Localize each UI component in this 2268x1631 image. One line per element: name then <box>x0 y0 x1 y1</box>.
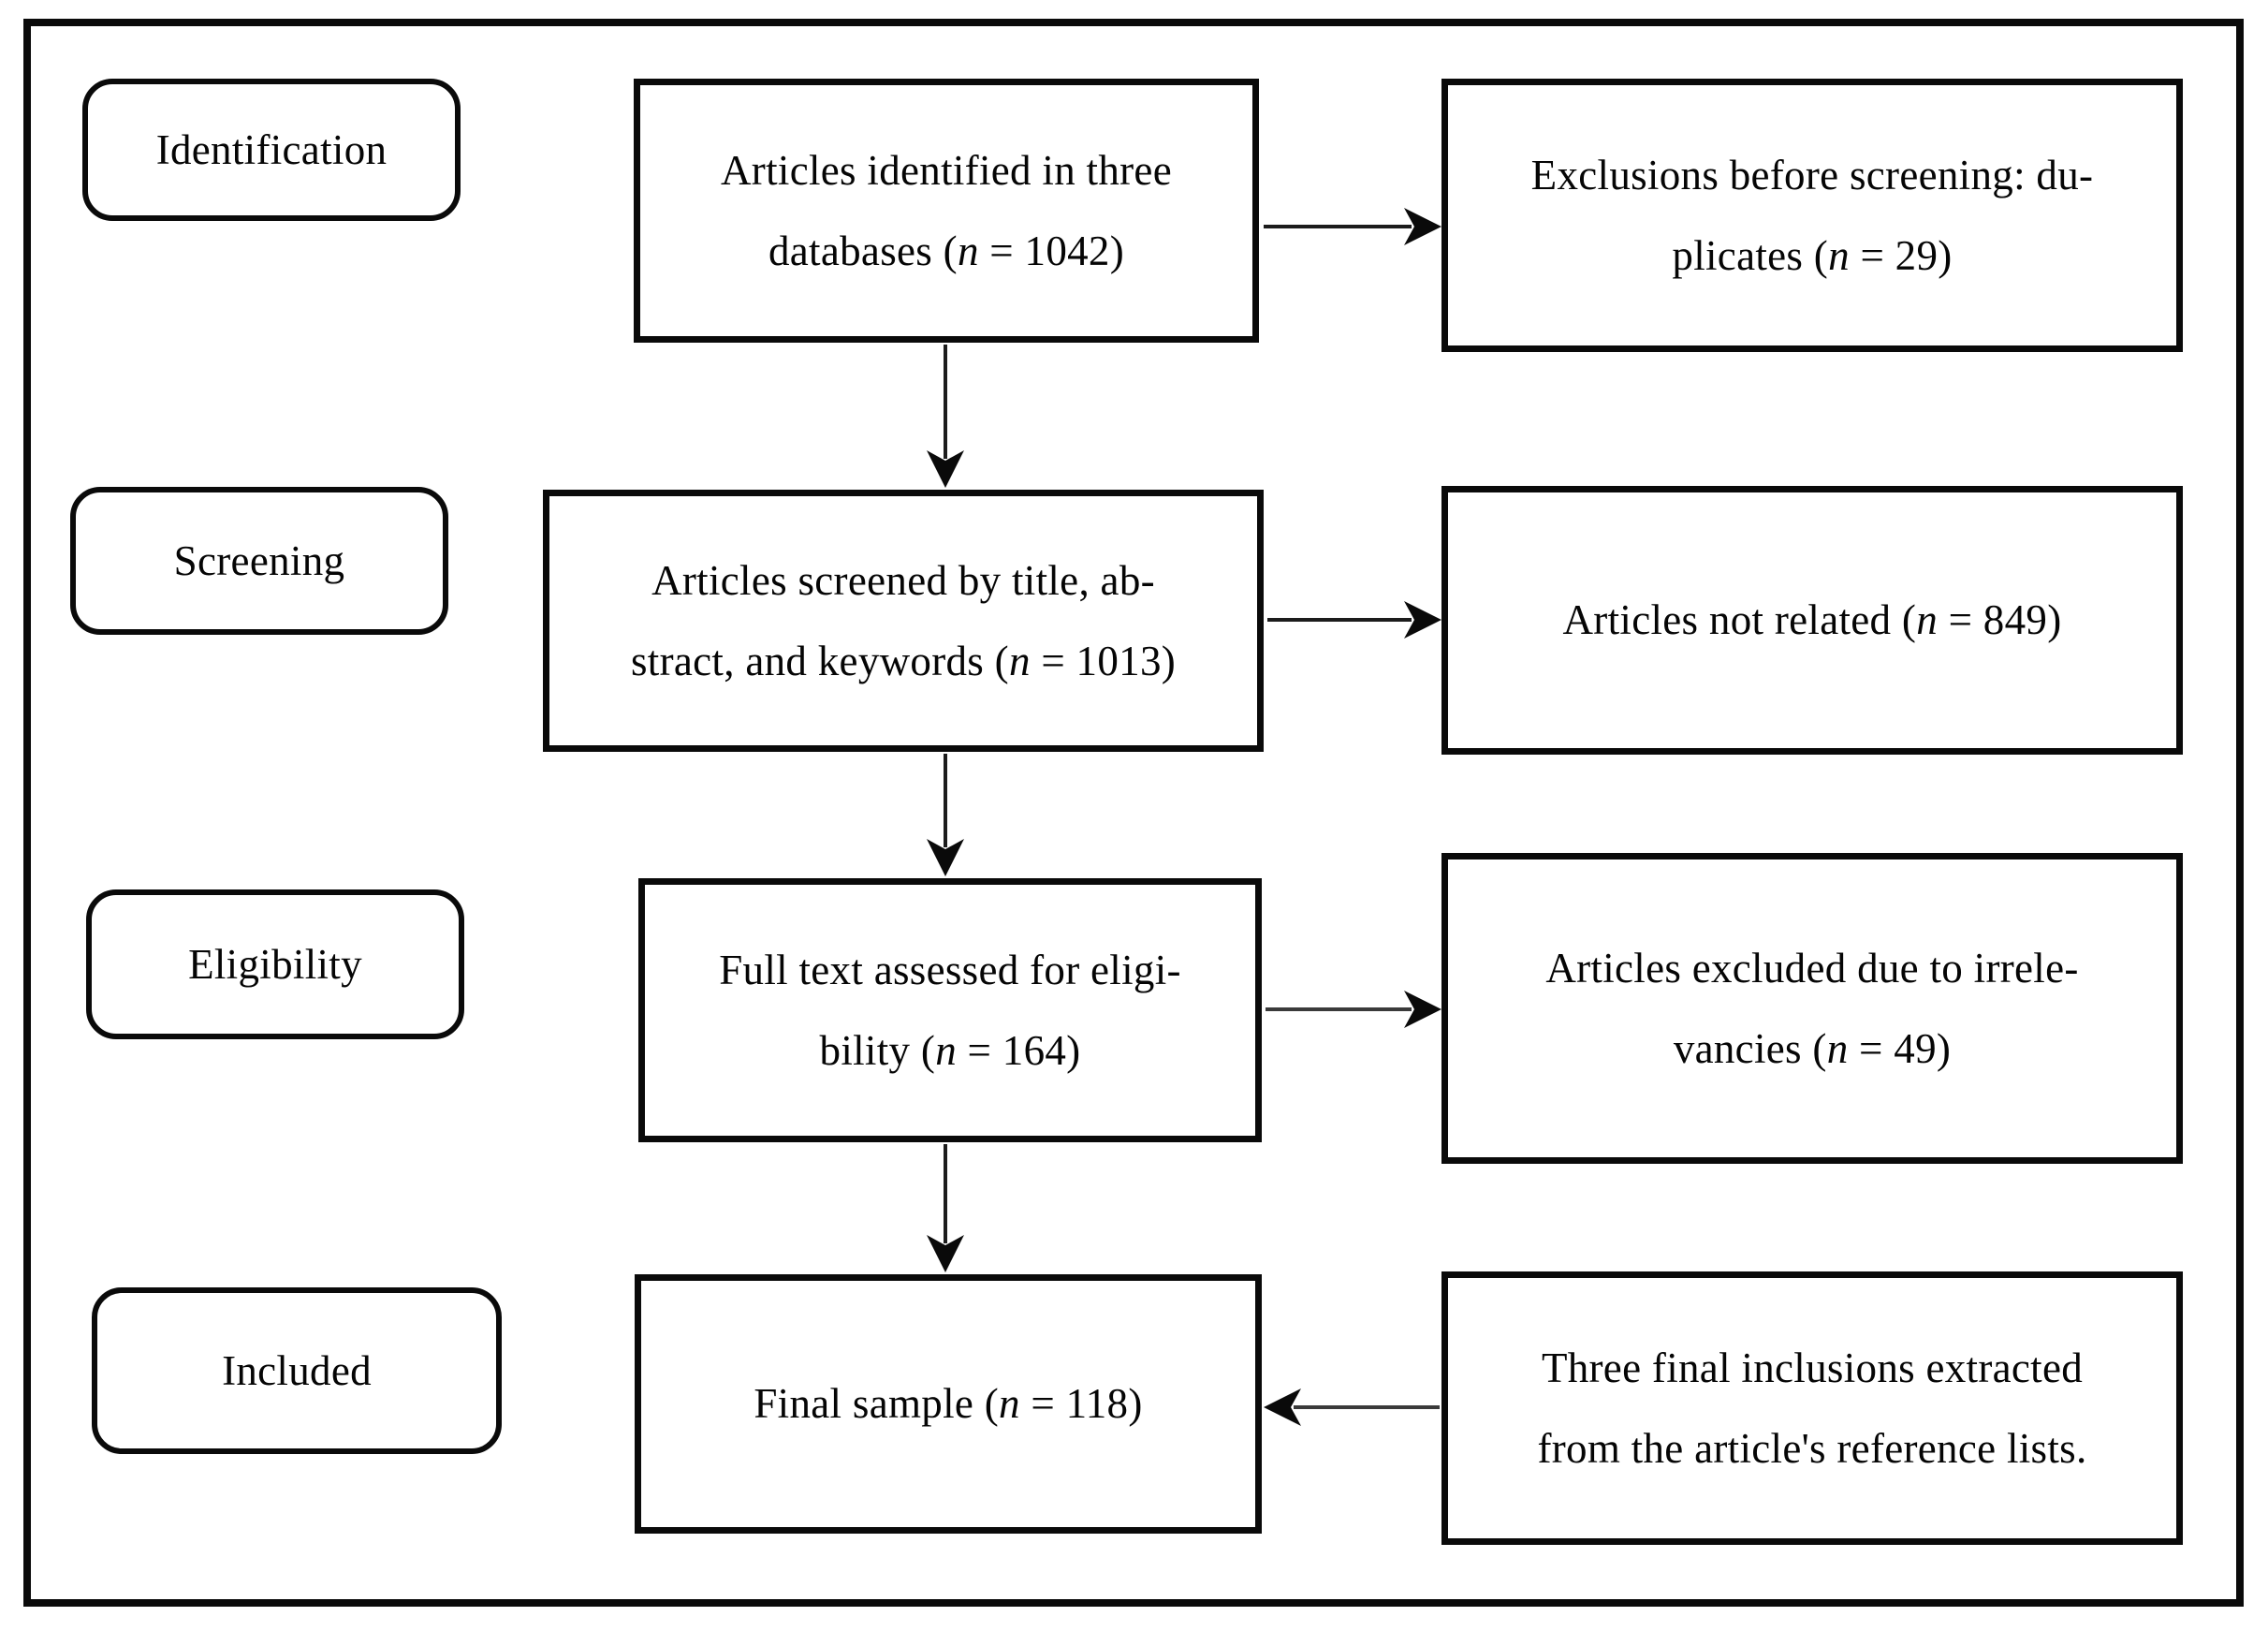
box-articles-screened: Articles screened by title, ab- stract, … <box>543 490 1264 752</box>
box-excluded-irrelevancies: Articles excluded due to irrele- vancies… <box>1441 853 2183 1164</box>
box-text-line: stract, and keywords (n = 1013) <box>630 638 1177 684</box>
box-text-line: Articles identified in three <box>721 146 1172 194</box>
stage-included: Included <box>92 1287 502 1454</box>
stage-label: Screening <box>173 536 345 584</box>
box-articles-not-related: Articles not related (n = 849) <box>1441 486 2183 755</box>
box-text-line: Articles excluded due to irrele- <box>1545 944 2079 992</box>
box-text-line: from the article's reference lists. <box>1537 1425 2087 1472</box>
box-exclusions-duplicates: Exclusions before screening: du- plicate… <box>1441 79 2183 352</box>
box-text-line: Articles not related (n = 849) <box>1562 596 2062 644</box>
box-final-sample: Final sample (n = 118) <box>635 1274 1262 1534</box>
box-text-line: Full text assessed for eligi- <box>719 946 1181 993</box>
box-text-line: Articles screened by title, ab- <box>651 556 1155 604</box>
box-text-line: vancies (n = 49) <box>1673 1025 1952 1072</box>
box-text-line: bility (n = 164) <box>819 1027 1081 1074</box>
stage-eligibility: Eligibility <box>86 889 464 1039</box>
arrow-screened-to-notrelated <box>1267 601 1441 639</box>
box-text-line: Three final inclusions extracted <box>1541 1344 2084 1391</box>
arrow-identification-to-screening <box>927 345 964 488</box>
box-articles-identified: Articles identified in three databases (… <box>634 79 1259 343</box>
arrow-eligibility-to-included <box>927 1144 964 1272</box>
box-text-line: Final sample (n = 118) <box>754 1380 1143 1428</box>
stage-label: Identification <box>155 125 388 173</box>
box-text-line: plicates (n = 29) <box>1672 232 1953 279</box>
arrow-references-to-finalsample <box>1264 1389 1440 1426</box>
stage-label: Eligibility <box>188 940 362 988</box>
arrow-screening-to-eligibility <box>927 754 964 876</box>
box-text-line: Exclusions before screening: du- <box>1530 151 2094 198</box>
stage-screening: Screening <box>70 487 448 635</box>
arrow-identified-to-duplicates <box>1264 208 1441 245</box>
stage-identification: Identification <box>82 79 461 221</box>
arrow-fulltext-to-excluded <box>1266 991 1441 1028</box>
box-text-line: databases (n = 1042) <box>768 228 1125 274</box>
box-reference-list-inclusions: Three final inclusions extracted from th… <box>1441 1271 2183 1545</box>
box-fulltext-assessed: Full text assessed for eligi- bility (n … <box>638 878 1262 1142</box>
stage-label: Included <box>222 1346 372 1394</box>
